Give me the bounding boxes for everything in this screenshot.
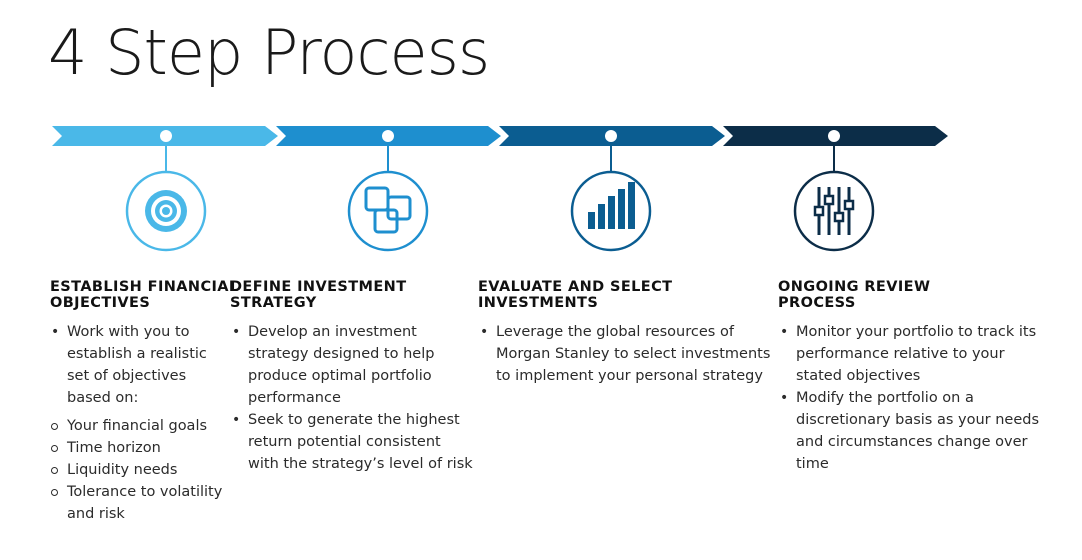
list-item: Monitor your portfolio to track its perf… <box>778 321 1039 387</box>
page-title: 4 Step Process <box>48 16 490 89</box>
step4-node <box>793 130 875 252</box>
list-item: Leverage the global resources of Morgan … <box>478 321 770 387</box>
list-item: Seek to generate the highest return pote… <box>230 409 473 475</box>
step4-title-line2: PROCESS <box>778 295 856 311</box>
step3-title: EVALUATE AND SELECT INVESTMENTS <box>478 279 672 311</box>
list-item: Tolerance to volatility and risk <box>49 481 222 525</box>
step3-title-line2: INVESTMENTS <box>478 295 599 311</box>
step3-title-line1: EVALUATE AND SELECT <box>478 279 673 295</box>
target-icon <box>145 190 187 232</box>
step2-title-line1: DEFINE INVESTMENT <box>230 279 407 295</box>
step3-node <box>570 130 652 252</box>
step1-sub-bullets: Your financial goals Time horizon Liquid… <box>49 415 222 525</box>
step1-title: ESTABLISH FINANCIAL OBJECTIVES <box>50 279 239 311</box>
list-item: Time horizon <box>49 437 222 459</box>
list-item: Modify the portfolio on a discretionary … <box>778 387 1039 475</box>
bar-chart-icon <box>588 182 635 229</box>
list-item: Liquidity needs <box>49 459 222 481</box>
list-item: Your financial goals <box>49 415 222 437</box>
list-item: Develop an investment strategy designed … <box>230 321 473 409</box>
step3-bullets: Leverage the global resources of Morgan … <box>478 321 770 387</box>
step1-title-line2: OBJECTIVES <box>50 295 151 311</box>
process-flow <box>52 126 948 252</box>
step4-bullets: Monitor your portfolio to track its perf… <box>778 321 1039 475</box>
step2-bullets: Develop an investment strategy designed … <box>230 321 473 475</box>
step1-title-line1: ESTABLISH FINANCIAL <box>50 279 239 295</box>
step2-node <box>347 130 429 252</box>
step1-node <box>125 130 207 252</box>
step2-title: DEFINE INVESTMENT STRATEGY <box>230 279 406 311</box>
sliders-icon <box>813 187 855 235</box>
overlapping-squares-icon <box>364 186 412 234</box>
list-item: Work with you to establish a realistic s… <box>49 321 207 409</box>
step1-bullets: Work with you to establish a realistic s… <box>49 321 207 409</box>
step4-title: ONGOING REVIEW PROCESS <box>778 279 930 311</box>
step2-title-line2: STRATEGY <box>230 295 317 311</box>
step4-title-line1: ONGOING REVIEW <box>778 279 931 295</box>
